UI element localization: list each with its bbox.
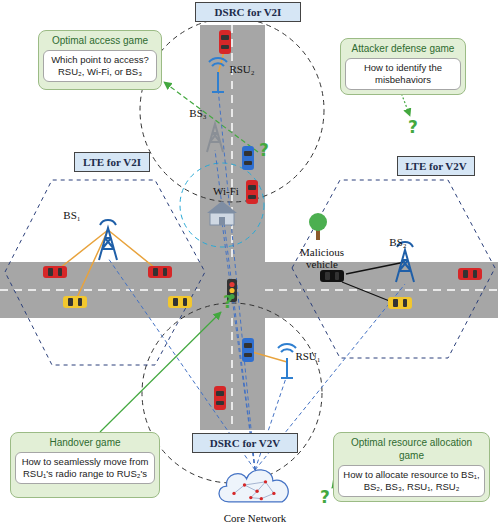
network-label: LTE for V2I bbox=[75, 153, 149, 171]
station-label: BS₃ bbox=[183, 107, 213, 119]
network-router bbox=[249, 496, 252, 499]
base-station-tower bbox=[99, 220, 117, 260]
network-label-box: LTE for V2V bbox=[397, 156, 475, 176]
coverage-area bbox=[5, 180, 205, 365]
coverage-area bbox=[142, 303, 322, 483]
network-link bbox=[234, 485, 245, 493]
network-label-box: DSRC for V2V bbox=[192, 433, 298, 453]
game-question: How to allocate resource to BS₁, BS₂, BS… bbox=[338, 465, 485, 497]
base-station-tower bbox=[207, 124, 223, 152]
roadside-unit bbox=[209, 58, 227, 92]
network-link bbox=[261, 493, 274, 498]
tree bbox=[309, 213, 327, 240]
network-router bbox=[255, 490, 258, 493]
vehicle bbox=[148, 266, 172, 278]
wifi-access-point bbox=[210, 213, 234, 225]
network-link bbox=[257, 482, 265, 491]
vehicle bbox=[246, 180, 258, 204]
network-link bbox=[245, 482, 266, 485]
coverage-area bbox=[180, 163, 264, 247]
station-label: RSU₁ bbox=[290, 350, 326, 362]
network-label: LTE for V2V bbox=[398, 157, 474, 175]
vehicle bbox=[458, 268, 482, 280]
radio-link bbox=[55, 48, 405, 362]
vehicle bbox=[219, 30, 231, 54]
core-network-cloud: Core Network bbox=[208, 464, 302, 524]
roadside-unit bbox=[278, 344, 296, 378]
network-link bbox=[245, 485, 258, 491]
network-label-box: LTE for V2I bbox=[74, 152, 150, 172]
cloud-outline bbox=[208, 464, 302, 506]
question-mark: ? bbox=[403, 117, 423, 137]
vehicle bbox=[388, 297, 412, 309]
network-router bbox=[260, 497, 263, 500]
wifi-access-point bbox=[207, 201, 237, 225]
game-box: Attacker defense gameHow to identify the… bbox=[340, 38, 466, 95]
game-question: Which point to access? RSU₂, Wi-Fi, or B… bbox=[43, 50, 157, 82]
vehicle-label: Malicious vehicle bbox=[294, 246, 350, 270]
vehicle bbox=[320, 270, 344, 282]
traffic-light bbox=[229, 282, 234, 287]
vehicle bbox=[214, 386, 226, 410]
station-label: RSU₂ bbox=[222, 63, 262, 75]
cloud-outline bbox=[219, 470, 288, 502]
backhaul-link bbox=[108, 88, 405, 470]
wifi-access-point bbox=[219, 217, 225, 225]
vehicle bbox=[63, 296, 87, 308]
network-label-box: DSRC for V2I bbox=[195, 2, 301, 22]
backhaul-link bbox=[108, 88, 405, 470]
game-leader-line bbox=[100, 82, 410, 488]
network-link bbox=[266, 482, 274, 494]
station-label: BS₁ bbox=[57, 209, 87, 221]
station-label: Wi-Fi bbox=[208, 185, 244, 197]
network-router bbox=[243, 483, 246, 486]
road bbox=[0, 25, 498, 430]
tree bbox=[309, 213, 327, 231]
game-question: How to seamlessly move from RSU₁'s radio… bbox=[15, 452, 155, 484]
game-title: Handover game bbox=[15, 436, 155, 449]
roadside-unit bbox=[209, 58, 296, 378]
vehicle bbox=[242, 146, 254, 170]
network-label: DSRC for V2V bbox=[193, 434, 297, 452]
game-box: Optimal resource allocation gameHow to a… bbox=[333, 432, 490, 502]
coverage-area bbox=[5, 18, 495, 483]
question-mark: ? bbox=[315, 487, 335, 507]
coverage-area bbox=[292, 180, 495, 358]
question-mark: ? bbox=[254, 140, 274, 160]
radio-link bbox=[342, 262, 405, 302]
vehicle bbox=[242, 338, 254, 362]
game-question: How to identify the misbehaviors bbox=[345, 58, 461, 90]
game-title: Attacker defense game bbox=[345, 42, 461, 55]
vehicle bbox=[43, 266, 67, 278]
vehicle bbox=[168, 296, 192, 308]
game-title: Optimal resource allocation game bbox=[338, 436, 485, 462]
game-leader-line bbox=[164, 82, 258, 152]
station-label: BS₂ bbox=[383, 236, 413, 248]
radio-link bbox=[55, 48, 287, 362]
network-router bbox=[264, 480, 267, 483]
game-box: Optimal access gameWhich point to access… bbox=[38, 30, 162, 90]
network-label: DSRC for V2I bbox=[196, 3, 300, 21]
question-mark: ? bbox=[218, 292, 238, 312]
game-leader-line bbox=[100, 312, 221, 432]
network-router bbox=[272, 492, 275, 495]
cloud-label: Core Network bbox=[208, 512, 302, 524]
base-station-tower bbox=[99, 124, 414, 282]
base-station-tower bbox=[396, 242, 414, 282]
wifi-access-point bbox=[207, 201, 237, 213]
coverage-area bbox=[140, 18, 324, 202]
road bbox=[0, 25, 498, 430]
game-box: Handover gameHow to seamlessly move from… bbox=[10, 432, 160, 498]
game-title: Optimal access game bbox=[43, 34, 157, 47]
network-router bbox=[232, 492, 235, 495]
